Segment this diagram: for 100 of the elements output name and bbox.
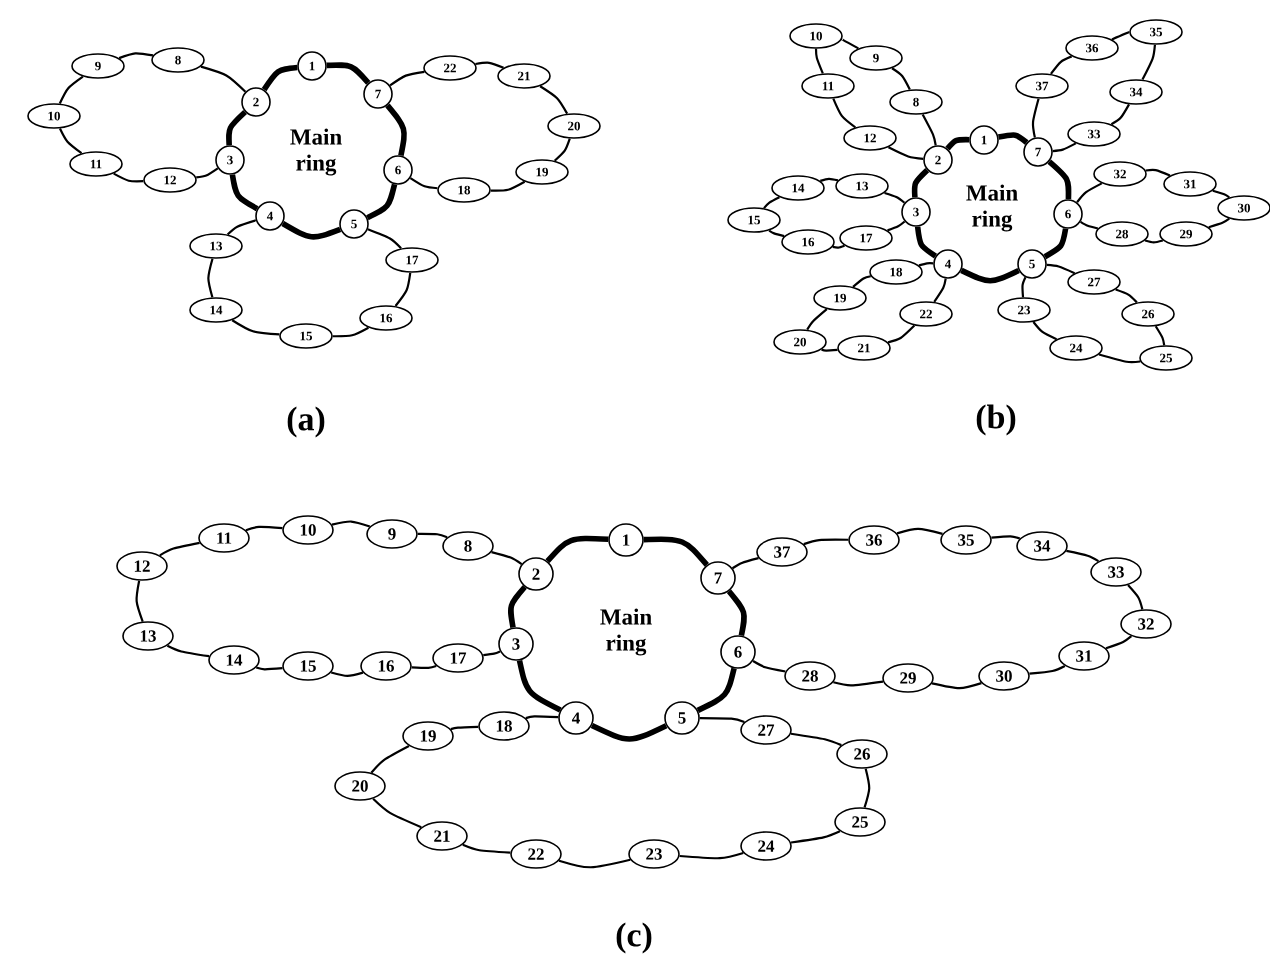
connecting-line <box>933 278 947 303</box>
connecting-line <box>1050 55 1073 75</box>
ring-line <box>997 132 1029 145</box>
connecting-line <box>833 680 884 687</box>
connecting-line <box>931 682 982 690</box>
connecting-line <box>1021 276 1027 298</box>
connecting-line <box>832 98 856 129</box>
connecting-line <box>891 67 911 91</box>
connecting-line <box>1076 182 1103 203</box>
ring-label: Main ring <box>600 608 652 656</box>
connecting-line <box>411 664 437 669</box>
connecting-line <box>1066 549 1099 563</box>
connecting-line <box>370 745 410 774</box>
connecting-line <box>332 326 369 338</box>
panel-label: (c) <box>616 922 652 954</box>
ring-node: 7 <box>700 561 736 595</box>
connecting-line <box>200 65 247 93</box>
connecting-line <box>803 538 849 546</box>
connecting-line <box>389 70 425 87</box>
connecting-line <box>135 580 144 622</box>
ring-line <box>545 535 609 564</box>
ring-line <box>1047 159 1072 200</box>
panel-label: (b) <box>976 404 1016 436</box>
ring-line <box>696 667 737 713</box>
ring-line <box>590 723 668 742</box>
connecting-line <box>863 768 871 808</box>
connecting-line <box>118 52 154 60</box>
ring-line <box>643 536 709 567</box>
connecting-line <box>814 48 824 74</box>
connecting-line <box>409 177 438 190</box>
connecting-line <box>367 228 402 250</box>
ring-node: 1 <box>608 523 644 557</box>
connecting-line <box>113 172 144 183</box>
connecting-line <box>475 61 504 69</box>
connecting-line <box>887 220 906 232</box>
connecting-line <box>841 38 859 50</box>
connecting-line <box>1111 31 1130 41</box>
connecting-line <box>1208 217 1230 229</box>
ring-line <box>366 183 398 221</box>
ring-line <box>385 103 407 157</box>
ring-label: Main ring <box>966 184 1018 232</box>
connecting-line <box>462 843 511 854</box>
ring-line <box>281 221 342 240</box>
connecting-line <box>245 525 283 532</box>
connecting-line <box>887 324 916 344</box>
connecting-line <box>1154 325 1166 346</box>
ring-node: 5 <box>664 701 700 735</box>
connecting-line <box>1046 263 1076 275</box>
ring-line <box>960 267 1020 284</box>
connecting-line <box>450 725 479 731</box>
ring-line <box>516 659 562 713</box>
connecting-line <box>58 128 83 155</box>
ring-line <box>226 109 247 146</box>
ring-line <box>326 62 371 85</box>
ring-line <box>1043 228 1069 260</box>
ring-line <box>726 589 747 637</box>
ring-line <box>945 136 970 151</box>
connecting-line <box>852 275 871 288</box>
ring-node: 6 <box>720 635 756 669</box>
connecting-line <box>918 262 934 267</box>
connecting-line <box>417 532 448 539</box>
connecting-line <box>166 644 210 658</box>
connecting-line <box>226 219 257 236</box>
ring-node: 4 <box>558 701 594 735</box>
connecting-line <box>330 671 364 677</box>
connecting-line <box>207 258 214 298</box>
connecting-line <box>821 348 838 352</box>
connecting-line <box>1031 98 1040 138</box>
connecting-line <box>806 308 828 331</box>
connecting-line <box>1115 288 1138 304</box>
connecting-line <box>1110 103 1130 126</box>
connecting-line <box>790 732 842 747</box>
connecting-line <box>884 191 906 204</box>
ring-label: Main ring <box>290 128 342 176</box>
connecting-line <box>768 229 785 238</box>
connecting-line <box>58 75 84 104</box>
connecting-line <box>819 177 839 182</box>
connecting-line <box>558 858 631 869</box>
connecting-line <box>752 660 786 673</box>
connecting-line <box>491 551 523 565</box>
connecting-line <box>887 146 924 160</box>
connecting-line <box>763 196 780 209</box>
connecting-line <box>1141 44 1156 81</box>
connecting-line <box>331 520 371 528</box>
ring-line <box>914 226 938 259</box>
connecting-line <box>372 797 422 829</box>
connecting-line <box>896 527 943 535</box>
ring-node: 2 <box>518 557 554 591</box>
connecting-line <box>991 535 1021 540</box>
connecting-line <box>679 851 744 860</box>
connecting-line <box>832 244 845 249</box>
ring-line <box>508 585 527 628</box>
connecting-line <box>231 319 280 336</box>
connecting-line <box>255 666 283 671</box>
connecting-line <box>553 138 571 162</box>
connecting-line <box>159 541 200 557</box>
connecting-line <box>483 650 501 657</box>
connecting-line <box>790 830 841 844</box>
ring-line <box>229 174 259 212</box>
connecting-line <box>539 85 569 115</box>
